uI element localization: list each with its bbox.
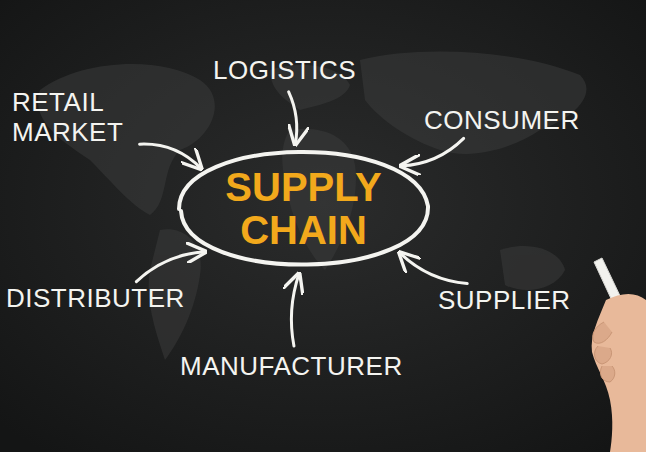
chalk-arrow xyxy=(140,144,201,168)
manufacturer-label: MANUFACTURER xyxy=(180,352,405,382)
chalk-word: LOGISTICS xyxy=(213,56,359,86)
chalk-word: CONSUMER xyxy=(424,106,582,136)
chalk-word: DISTRIBUTER xyxy=(6,284,187,314)
center-title: SUPPLY CHAIN xyxy=(214,166,394,252)
chalk-word: SUPPLIER xyxy=(438,286,573,316)
chalk-arrow xyxy=(136,252,205,282)
supply-chain-oval: SUPPLY CHAIN xyxy=(176,150,431,268)
chalk-arrow xyxy=(291,274,299,346)
chalk-word: MANUFACTURER xyxy=(180,352,405,382)
supplier-label: SUPPLIER xyxy=(438,286,573,316)
distributer-label: DISTRIBUTER xyxy=(6,284,187,314)
chalk-arrow xyxy=(401,138,463,166)
chalk-arrow xyxy=(289,92,297,144)
retail-market-label: RETAIL MARKET xyxy=(12,88,134,148)
logistics-label: LOGISTICS xyxy=(213,56,359,86)
chalk-word: RETAIL MARKET xyxy=(12,88,132,148)
chalk-arrow xyxy=(400,253,467,284)
oval-outline xyxy=(179,152,428,265)
consumer-label: CONSUMER xyxy=(424,106,582,136)
